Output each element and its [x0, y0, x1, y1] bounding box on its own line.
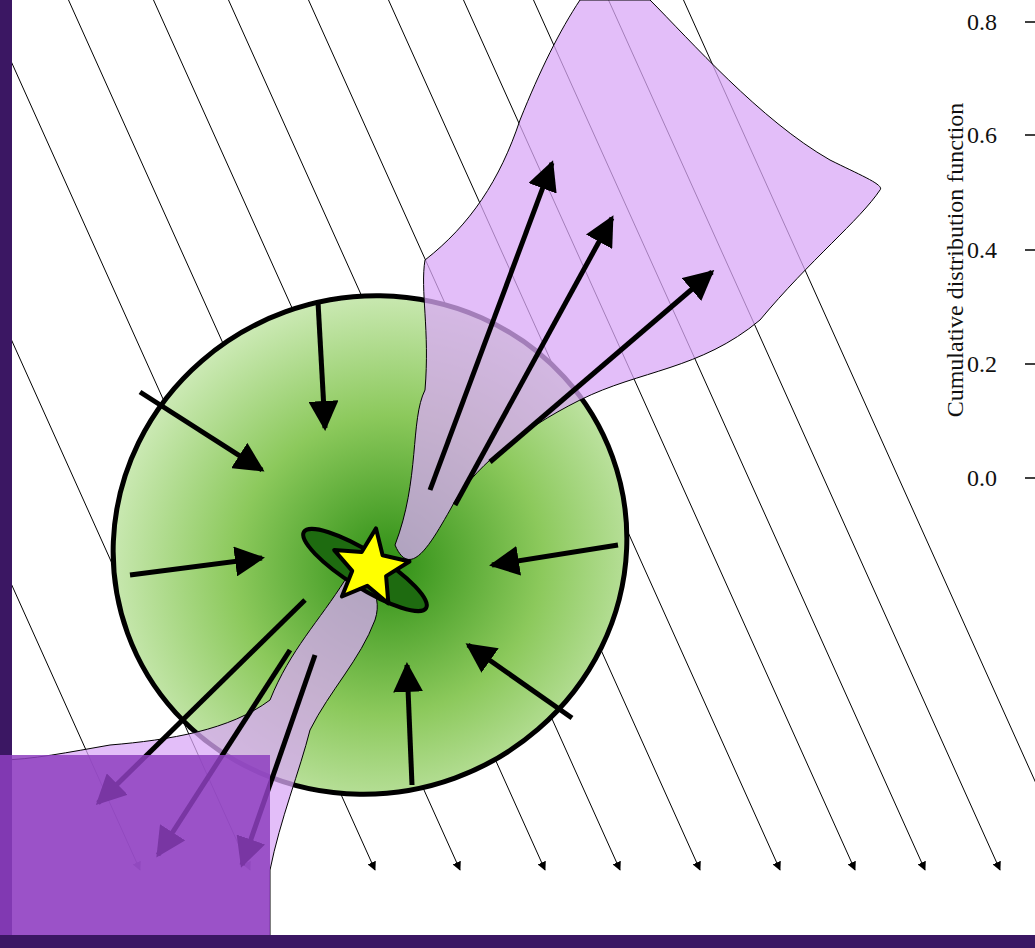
field-line: [0, 0, 140, 870]
tick-label: 0.8: [967, 10, 997, 34]
tick-label: 0.6: [967, 123, 997, 147]
infall-arrows: [130, 302, 618, 785]
axis-tick: [1025, 134, 1035, 136]
axis-ticks: [1025, 22, 1035, 478]
accretion-disk: [294, 517, 435, 624]
frame-bottom: [0, 935, 1035, 948]
axis-tick: [1025, 477, 1035, 479]
protostar: [334, 528, 409, 603]
axis-tick: [1025, 249, 1035, 251]
tick-label: 0.4: [967, 238, 997, 262]
axis-tick: [1025, 363, 1035, 365]
tick-label: 0.2: [967, 352, 997, 376]
tick-label: 0.0: [967, 466, 997, 490]
bipolar-outflow: [0, 0, 881, 948]
axis-title: Cumulative distribution function: [943, 103, 967, 418]
axis-tick: [1025, 21, 1035, 23]
corner-panel: [0, 755, 270, 935]
